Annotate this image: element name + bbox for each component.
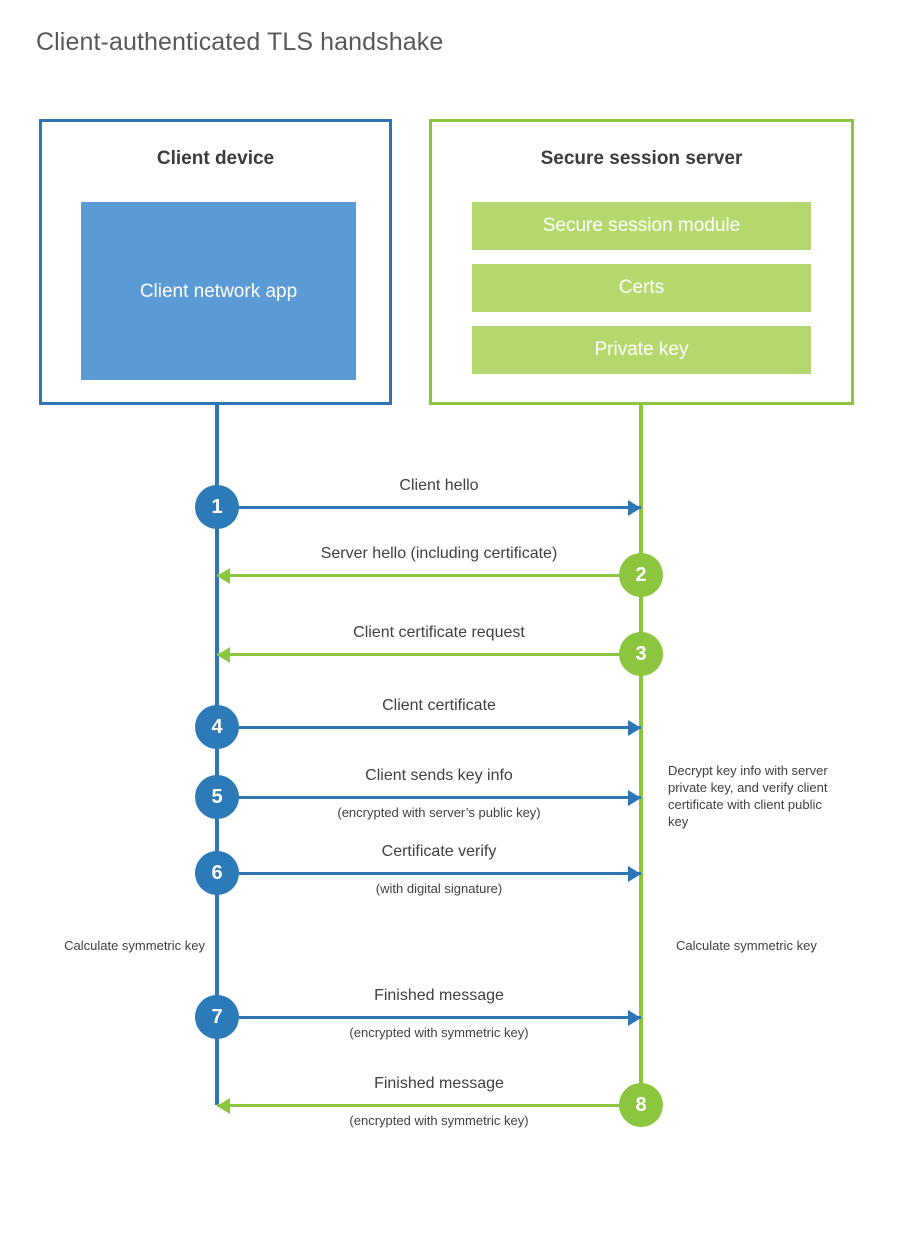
client-network-app-block: Client network app — [81, 202, 356, 380]
arrow-head-1 — [628, 500, 641, 516]
arrow-label-8: Finished message — [374, 1075, 504, 1092]
step-badge-5[interactable]: 5 — [195, 775, 239, 819]
server-component-secure-session-module: Secure session module — [472, 202, 811, 250]
arrow-sublabel-6: (with digital signature) — [375, 881, 503, 896]
arrow-head-7 — [628, 1010, 641, 1026]
arrow-label-4: Client certificate — [382, 697, 496, 714]
arrow-sublabel-7: (encrypted with symmetric key) — [349, 1025, 529, 1040]
arrow-head-5 — [628, 790, 641, 806]
note-server-decrypt: Decrypt key info with server private key… — [668, 763, 828, 829]
arrow-label-2: Server hello (including certificate) — [320, 545, 558, 562]
note-server-calculate-symmetric-key: Calculate symmetric key — [676, 938, 817, 953]
arrow-label-7: Finished message — [374, 987, 504, 1004]
server-component-certs: Certs — [472, 264, 811, 312]
server-component-private-key: Private key — [472, 326, 811, 374]
step-badge-2[interactable]: 2 — [619, 553, 663, 597]
step-badge-1[interactable]: 1 — [195, 485, 239, 529]
step-badge-8[interactable]: 8 — [619, 1083, 663, 1127]
arrow-sublabel-8: (encrypted with symmetric key) — [349, 1113, 529, 1128]
note-client-calculate-symmetric-key: Calculate symmetric key — [64, 938, 205, 953]
arrow-line-6 — [217, 872, 641, 875]
step-badge-4[interactable]: 4 — [195, 705, 239, 749]
arrow-line-3 — [217, 653, 641, 656]
arrow-head-4 — [628, 720, 641, 736]
arrow-label-3: Client certificate request — [353, 624, 525, 641]
secure-session-server-title: Secure session server — [540, 148, 743, 169]
arrow-sublabel-5: (encrypted with server’s public key) — [337, 805, 541, 820]
arrow-head-2 — [217, 568, 230, 584]
server-lifeline — [639, 405, 643, 1105]
client-lifeline — [215, 405, 219, 1105]
step-badge-6[interactable]: 6 — [195, 851, 239, 895]
arrow-label-5: Client sends key info — [365, 767, 513, 784]
arrow-line-4 — [217, 726, 641, 729]
arrow-head-8 — [217, 1098, 230, 1114]
arrow-label-6: Certificate verify — [381, 843, 497, 860]
client-device-box: Client device Client network app — [39, 119, 392, 405]
arrow-line-2 — [217, 574, 641, 577]
secure-session-server-box: Secure session server Secure session mod… — [429, 119, 854, 405]
step-badge-7[interactable]: 7 — [195, 995, 239, 1039]
arrow-line-1 — [217, 506, 641, 509]
arrow-line-7 — [217, 1016, 641, 1019]
page-title: Client-authenticated TLS handshake — [36, 28, 444, 56]
arrow-label-1: Client hello — [399, 477, 479, 494]
client-device-title: Client device — [156, 148, 275, 169]
arrow-head-3 — [217, 647, 230, 663]
step-badge-3[interactable]: 3 — [619, 632, 663, 676]
arrow-line-8 — [217, 1104, 641, 1107]
arrow-line-5 — [217, 796, 641, 799]
arrow-head-6 — [628, 866, 641, 882]
